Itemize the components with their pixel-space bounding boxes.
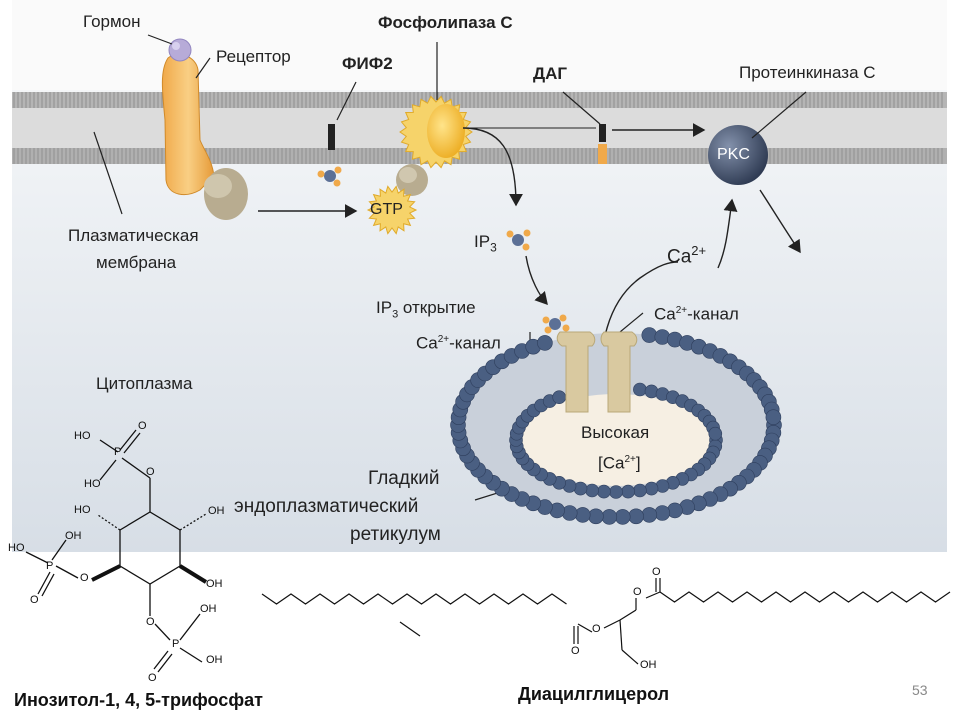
ip3-text: IP [474, 232, 491, 251]
atom-oh-7: OH [206, 578, 223, 590]
atom-ho-2: HO [84, 478, 101, 490]
diacylglycerol-structure [261, 578, 951, 665]
label-ip3-opening: IP3 открытие [376, 298, 476, 324]
atom-ho-5: HO [8, 542, 25, 554]
atom-o-6: O [148, 672, 157, 684]
caption-diacylglycerol: Диацилглицерол [518, 684, 670, 704]
ca-top-text: Ca [667, 246, 692, 268]
atom-oh-4: OH [208, 505, 225, 517]
ip3-molecule-channel [542, 314, 570, 334]
atom-o-2: O [146, 466, 155, 478]
ca-channel-left-text: Ca [416, 333, 438, 353]
label-high: Высокая [581, 423, 650, 442]
inositol-structure [25, 429, 208, 673]
ip3-open-text: IP [376, 298, 393, 317]
ca-channel-left-suffix: -канал [449, 333, 501, 353]
atom-o-4: O [30, 594, 39, 606]
page-number: 53 [912, 682, 928, 698]
label-ca-channel-left: Ca2+-канал [416, 330, 501, 354]
atom-oh-6: OH [65, 530, 82, 542]
label-membrane-line1: Плазматическая [68, 226, 199, 245]
label-pkc: PKC [717, 146, 750, 163]
pip2-lipid [328, 124, 335, 150]
label-membrane-line2: мембрана [96, 253, 177, 272]
phospholipase-c-enzyme [396, 95, 473, 196]
label-cytoplasm: Цитоплазма [96, 374, 193, 393]
ca-channel-left-superscript: 2+ [437, 334, 450, 345]
label-dag: ДАГ [533, 64, 568, 83]
label-er-line3: ретикулум [350, 524, 441, 545]
dag-lipid [599, 124, 606, 142]
atom-oh-11: OH [640, 659, 657, 671]
label-receptor: Рецептор [216, 47, 291, 66]
atom-o-7: O [571, 645, 580, 657]
atom-p-2: P [46, 560, 54, 572]
label-phospholipase-c: Фосфолипаза С [378, 13, 513, 32]
high-ca-superscript: 2+ [624, 454, 636, 465]
ip3-open-suffix: открытие [398, 298, 476, 317]
ip3-open-subscript: 3 [392, 308, 399, 321]
ca-top-superscript: 2+ [691, 243, 707, 258]
ip3-subscript: 3 [490, 240, 497, 255]
atom-o-5: O [146, 616, 155, 628]
label-gtp: GTP [370, 201, 403, 218]
label-er-line1: Гладкий [368, 468, 440, 489]
atom-o-3: O [80, 572, 89, 584]
label-ca-channel-right: Ca2+-канал [654, 301, 739, 325]
atom-ho-1: HO [74, 430, 91, 442]
atom-p-1: P [114, 446, 122, 458]
gtp-molecule [366, 185, 418, 235]
endoplasmic-reticulum [450, 327, 782, 525]
ca-channel-right-suffix: -канал [687, 304, 739, 324]
ip3-molecule-floating [506, 229, 531, 251]
atom-oh-9: OH [206, 654, 223, 666]
atom-o-1: O [138, 420, 147, 432]
label-hormone: Гормон [83, 12, 141, 31]
atom-o-10: O [652, 566, 661, 578]
label-pip2: ФИФ2 [342, 54, 393, 73]
label-ip3-floating: IP3 [474, 232, 497, 257]
atom-oh-8: OH [200, 603, 217, 615]
receptor-protein [161, 54, 248, 220]
label-er-line2: эндоплазматический [234, 496, 419, 517]
calcium-channel [556, 331, 638, 413]
label-ca-top: Ca2+ [667, 241, 706, 267]
pkc-enzyme [708, 125, 768, 185]
caption-inositol-triphosphate: Инозитол-1, 4, 5-трифосфат [14, 690, 263, 710]
ca-channel-right-text: Ca [654, 304, 676, 324]
ip3-molecule-small [317, 166, 342, 187]
ca-channel-right-superscript: 2+ [675, 305, 688, 316]
label-high-ca: [Ca2+] [598, 450, 641, 474]
label-protein-kinase-c: Протеинкиназа С [739, 63, 876, 82]
hormone-molecule [168, 38, 192, 62]
atom-o-9: O [633, 586, 642, 598]
atom-ho-3: HO [74, 504, 91, 516]
atom-o-8: O [592, 623, 601, 635]
atom-p-3: P [172, 638, 180, 650]
high-ca-open: [Ca [598, 453, 625, 473]
high-ca-close: ] [635, 453, 641, 473]
